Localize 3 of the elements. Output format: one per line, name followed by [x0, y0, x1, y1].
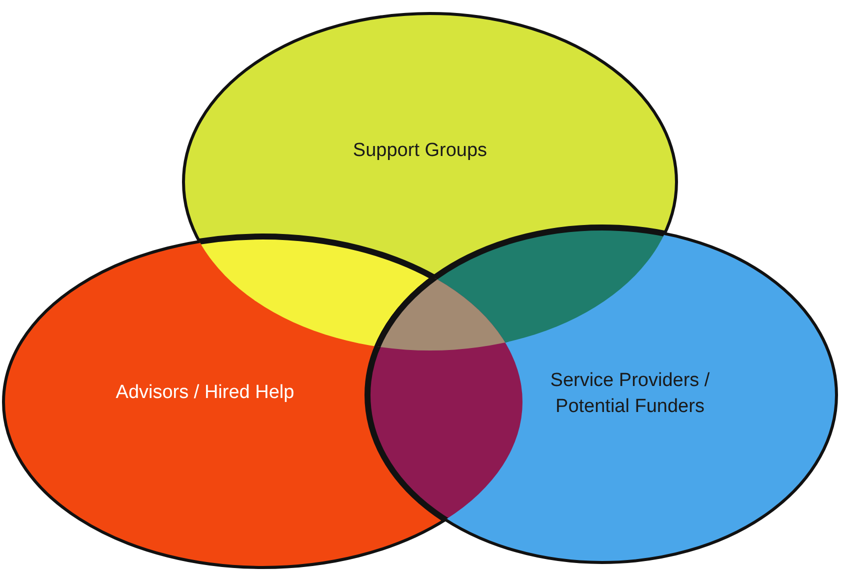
circle-label: Advisors / Hired Help [45, 380, 365, 406]
circle-label: Service Providers / Potential Funders [520, 368, 740, 420]
circle-label: Support Groups [300, 138, 540, 164]
